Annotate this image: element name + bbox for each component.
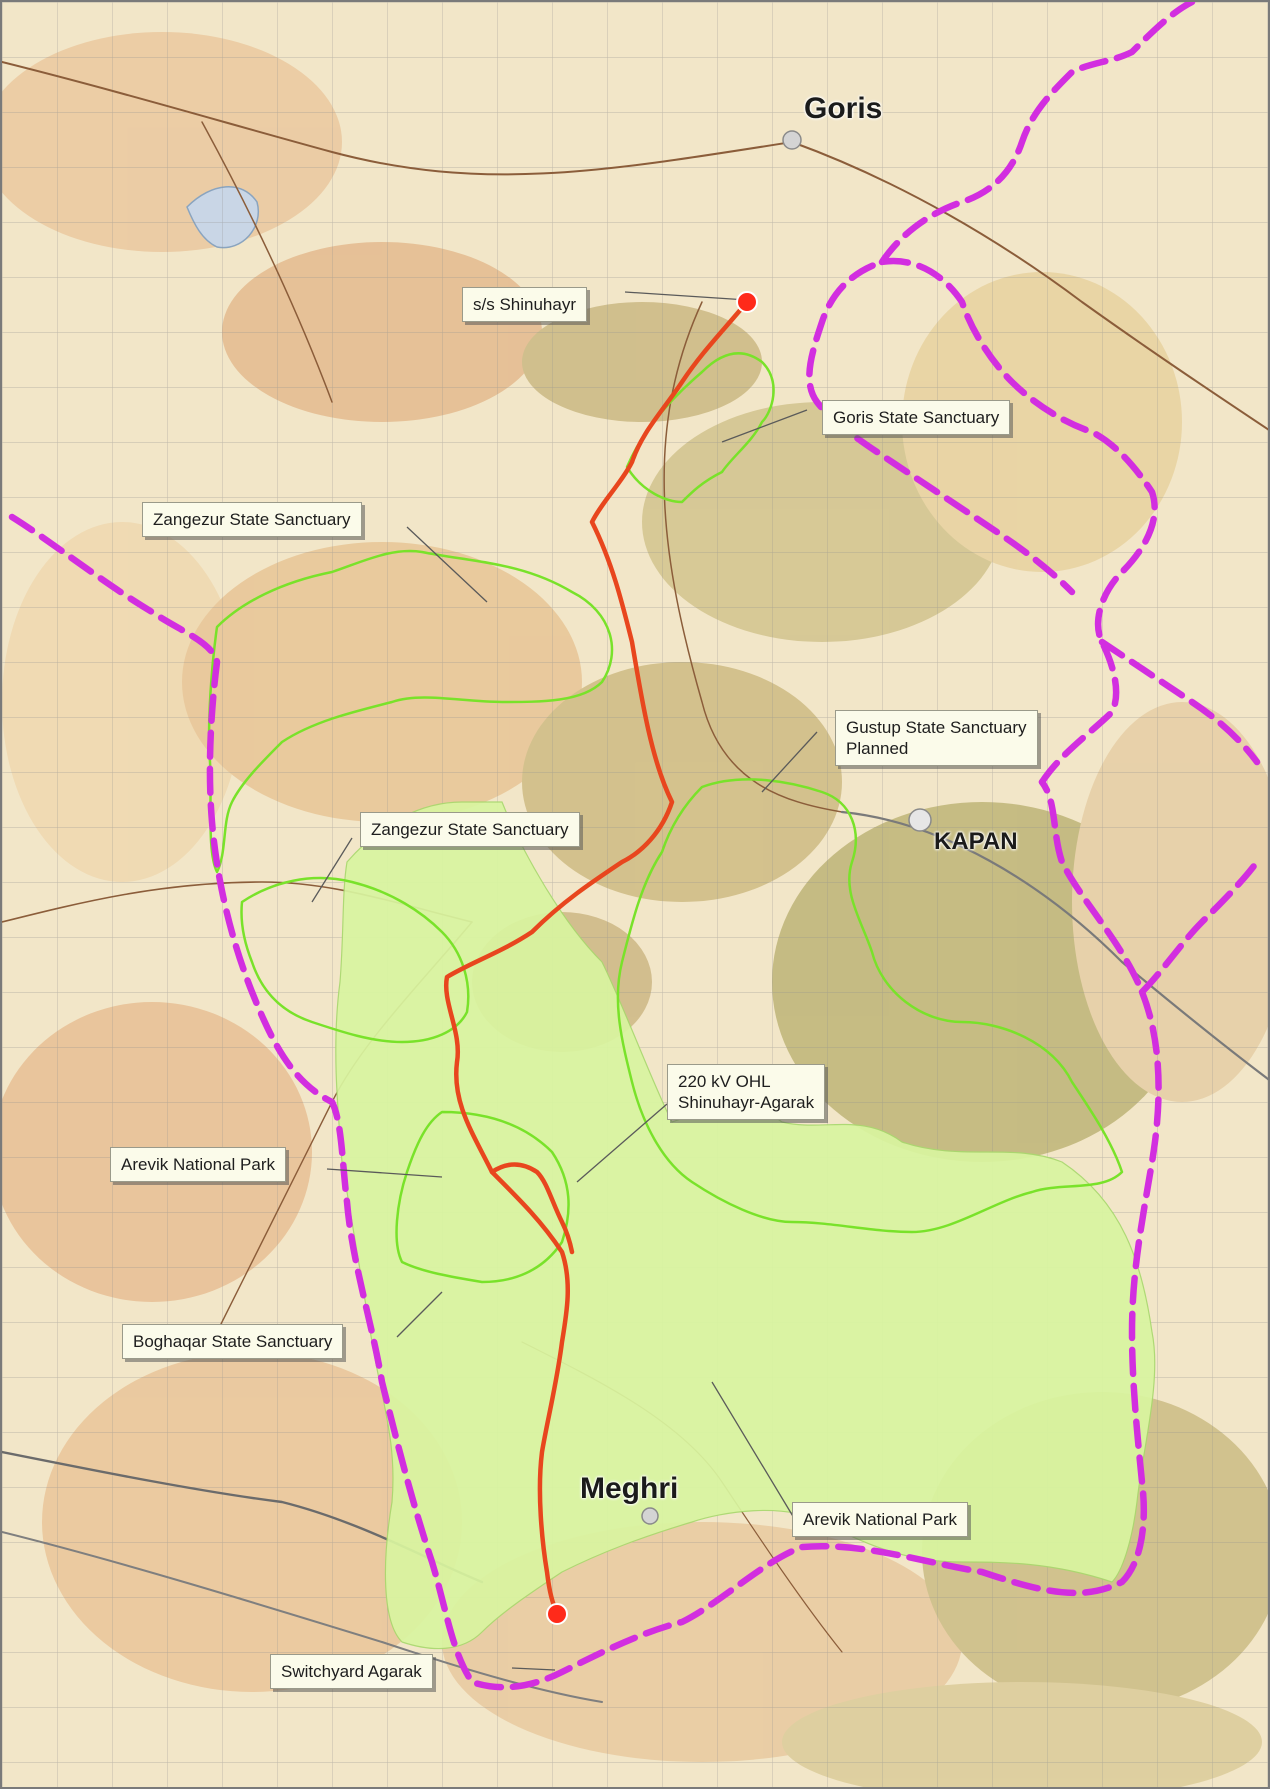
label-boghaqar-sanctuary: Boghaqar State Sanctuary: [122, 1324, 344, 1359]
kapan-city-marker: [908, 808, 932, 832]
gustup-sanctuary-outline: [616, 778, 1124, 1234]
label-gustup-sanctuary: Gustup State Sanctuary Planned: [835, 710, 1038, 766]
label-leaders: [311, 291, 818, 1671]
label-text: Zangezur State Sanctuary: [153, 510, 351, 529]
label-text-line1: Gustup State Sanctuary: [846, 718, 1027, 737]
goris-city-marker: [782, 130, 802, 150]
goris-sanctuary-outline: [625, 352, 775, 504]
city-label-meghri: Meghri: [580, 1472, 679, 1505]
label-text: Arevik National Park: [121, 1155, 276, 1174]
label-text-line2: Shinuhayr-Agarak: [678, 1093, 815, 1112]
label-text: Zangezur State Sanctuary: [371, 820, 569, 839]
city-label-goris: Goris: [804, 92, 883, 125]
meghri-city-marker: [641, 1507, 659, 1525]
label-text: Goris State Sanctuary: [833, 408, 1000, 427]
label-arevik-park-west: Arevik National Park: [110, 1147, 287, 1182]
label-text-line2: Planned: [846, 739, 909, 758]
label-switchyard-agarak: Switchyard Agarak: [270, 1654, 433, 1689]
label-text: Arevik National Park: [803, 1510, 958, 1529]
label-ohl-line: 220 kV OHL Shinuhayr-Agarak: [667, 1064, 826, 1120]
label-arevik-park-south: Arevik National Park: [792, 1502, 969, 1537]
substation-shinuhayr-marker: [736, 291, 758, 313]
label-goris-sanctuary: Goris State Sanctuary: [822, 400, 1011, 435]
switchyard-agarak-marker: [546, 1603, 568, 1625]
border-line: [8, 2, 1261, 1691]
label-text: s/s Shinuhayr: [473, 295, 576, 314]
label-zangezur-sanctuary-north: Zangezur State Sanctuary: [142, 502, 362, 537]
sanctuary-outlines: [207, 352, 1124, 1284]
power-line-route: [443, 299, 750, 1615]
label-text: Switchyard Agarak: [281, 1662, 422, 1681]
label-shinuhayr-substation: s/s Shinuhayr: [462, 287, 587, 322]
label-text-line1: 220 kV OHL: [678, 1072, 771, 1091]
label-text: Boghaqar State Sanctuary: [133, 1332, 333, 1351]
boghaqar-sanctuary-outline: [395, 1110, 570, 1284]
zangezur-sanctuary-north-outline: [207, 549, 614, 874]
city-label-kapan: KAPAN: [934, 828, 1018, 855]
label-zangezur-sanctuary-south: Zangezur State Sanctuary: [360, 812, 580, 847]
